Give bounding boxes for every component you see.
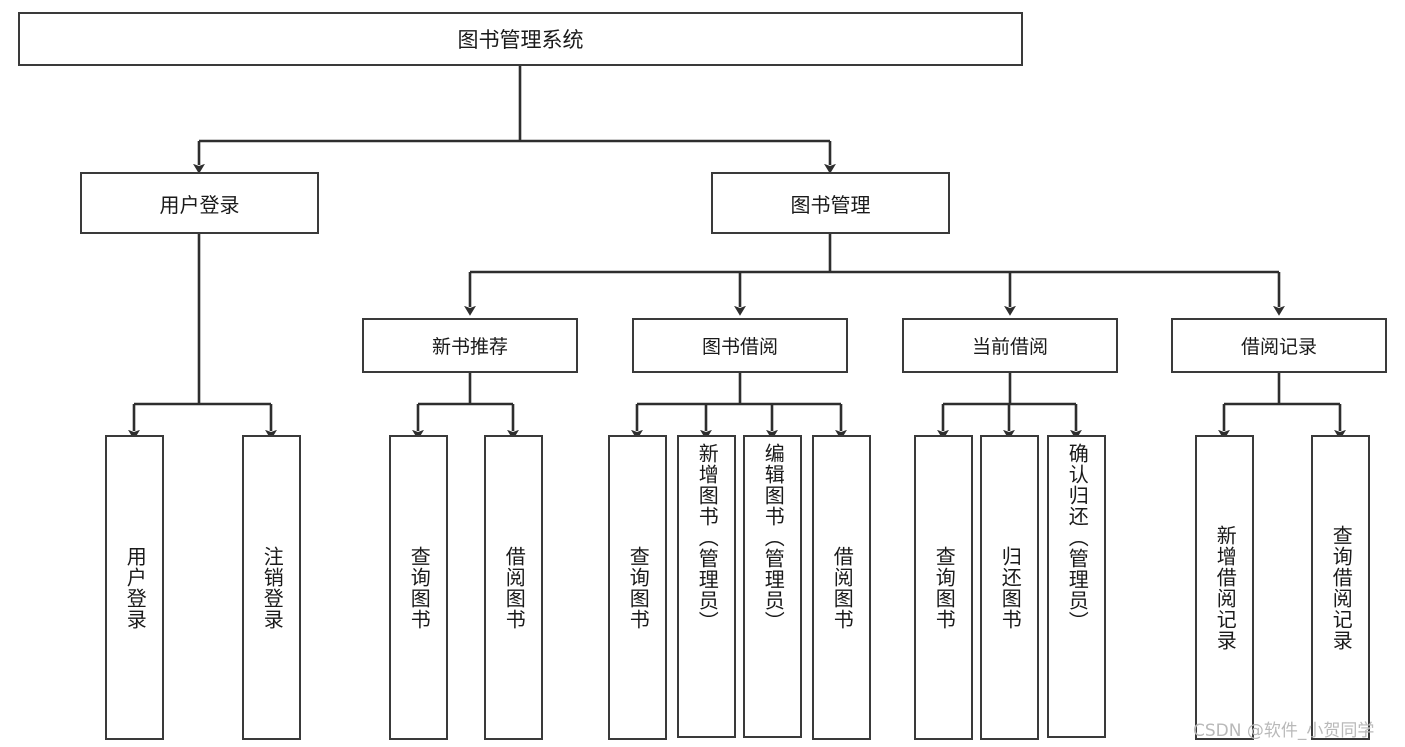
leaf-new-book-1-label: 查询图书: [407, 545, 432, 630]
leaf-book-borrow-1[interactable]: 查询图书: [608, 435, 667, 740]
node-user-login[interactable]: 用户登录: [80, 172, 319, 234]
node-root[interactable]: 图书管理系统: [18, 12, 1023, 66]
leaf-book-borrow-4-label: 借阅图书: [830, 545, 855, 630]
node-current-borrow[interactable]: 当前借阅: [902, 318, 1118, 373]
leaf-user-login-2-label: 注销登录: [260, 545, 285, 630]
node-book-borrow[interactable]: 图书借阅: [632, 318, 848, 373]
leaf-current-borrow-1[interactable]: 查询图书: [914, 435, 973, 740]
node-new-book-rec[interactable]: 新书推荐: [362, 318, 578, 373]
leaf-current-borrow-2-label: 归还图书: [998, 545, 1023, 630]
node-new-book-rec-label: 新书推荐: [431, 336, 508, 358]
leaf-user-login-2[interactable]: 注销登录: [242, 435, 301, 740]
node-book-manage-label: 图书管理: [790, 192, 871, 217]
node-current-borrow-label: 当前借阅: [971, 336, 1048, 358]
node-book-borrow-label: 图书借阅: [701, 336, 778, 358]
leaf-new-book-1[interactable]: 查询图书: [389, 435, 448, 740]
leaf-book-borrow-2-label: 新增图书（管理员）: [695, 443, 720, 632]
leaf-book-borrow-3-label: 编辑图书（管理员）: [761, 443, 786, 632]
leaf-borrow-record-2-label: 查询借阅记录: [1329, 524, 1354, 651]
leaf-current-borrow-3[interactable]: 确认归还（管理员）: [1047, 435, 1106, 738]
leaf-new-book-2[interactable]: 借阅图书: [484, 435, 543, 740]
leaf-new-book-2-label: 借阅图书: [502, 545, 527, 630]
leaf-borrow-record-1[interactable]: 新增借阅记录: [1195, 435, 1254, 740]
csdn-watermark: CSDN @软件_小贺同学: [1193, 721, 1375, 741]
leaf-user-login-1[interactable]: 用户登录: [105, 435, 164, 740]
leaf-book-borrow-3[interactable]: 编辑图书（管理员）: [743, 435, 802, 738]
leaf-book-borrow-2[interactable]: 新增图书（管理员）: [677, 435, 736, 738]
leaf-current-borrow-1-label: 查询图书: [932, 545, 957, 630]
leaf-borrow-record-2[interactable]: 查询借阅记录: [1311, 435, 1370, 740]
leaf-current-borrow-3-label: 确认归还（管理员）: [1065, 443, 1090, 632]
leaf-book-borrow-1-label: 查询图书: [626, 545, 651, 630]
node-book-manage[interactable]: 图书管理: [711, 172, 950, 234]
node-root-label: 图书管理系统: [457, 28, 584, 52]
leaf-current-borrow-2[interactable]: 归还图书: [980, 435, 1039, 740]
node-borrow-record[interactable]: 借阅记录: [1171, 318, 1387, 373]
leaf-book-borrow-4[interactable]: 借阅图书: [812, 435, 871, 740]
node-user-login-label: 用户登录: [159, 192, 240, 217]
leaf-user-login-1-label: 用户登录: [123, 545, 148, 630]
leaf-borrow-record-1-label: 新增借阅记录: [1213, 524, 1238, 651]
node-borrow-record-label: 借阅记录: [1240, 336, 1317, 358]
